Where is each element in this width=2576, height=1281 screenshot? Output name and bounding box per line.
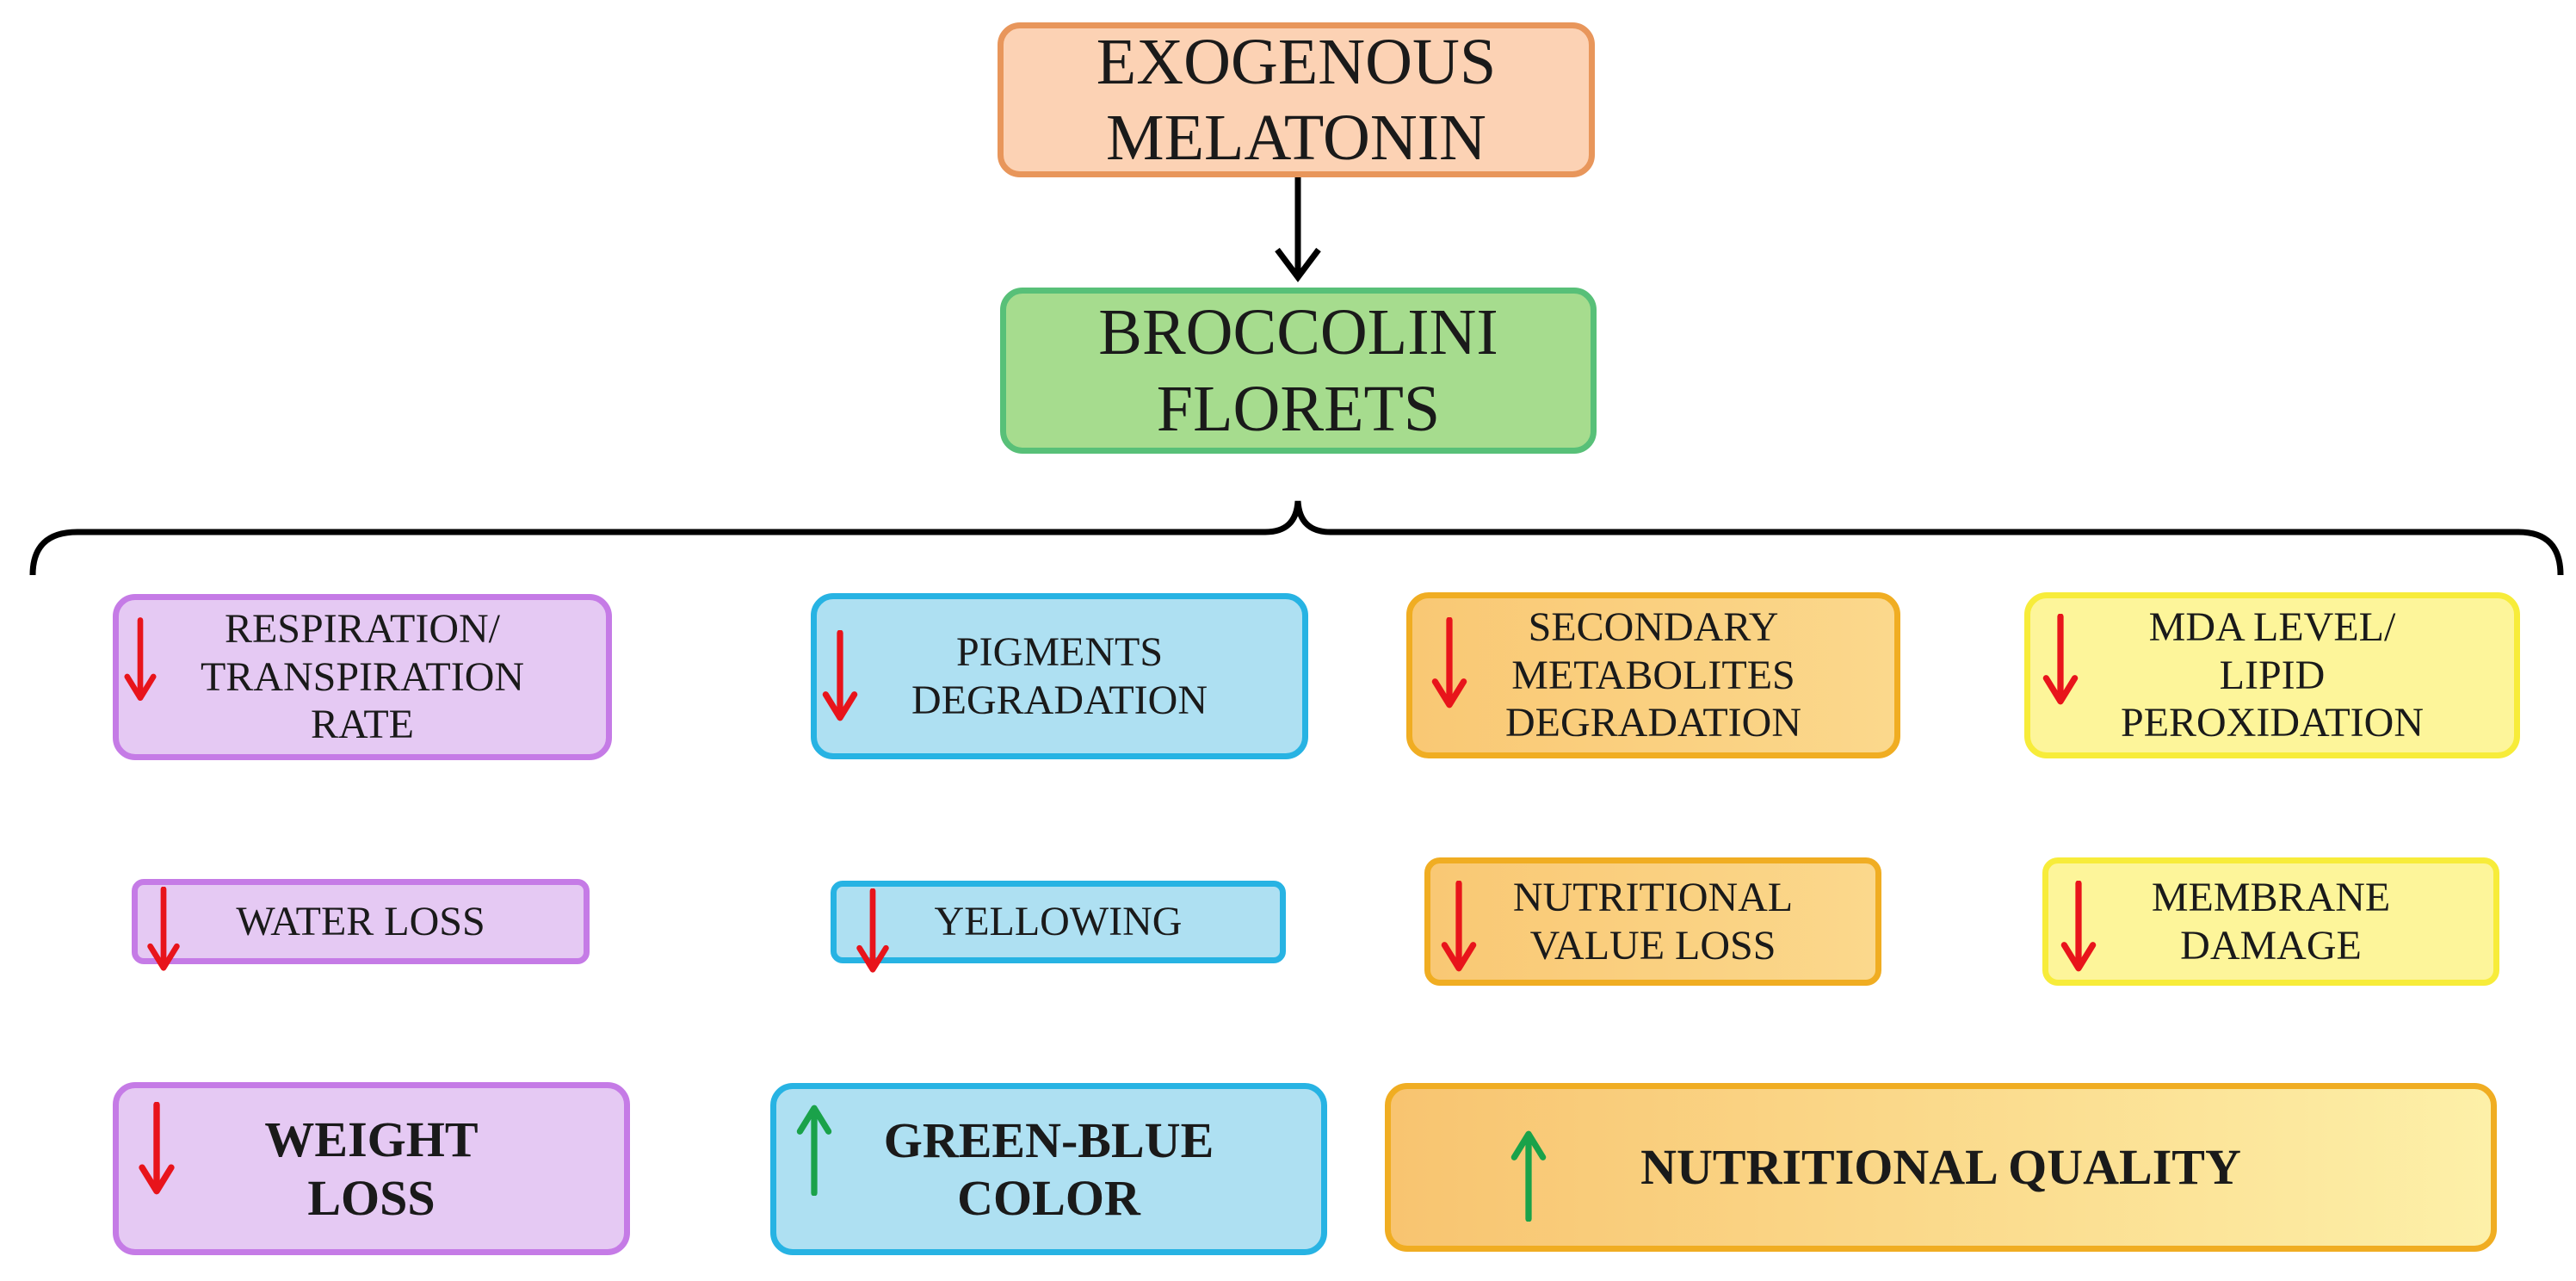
exogenous-melatonin-label: EXOGENOUS MELATONIN	[1096, 25, 1497, 174]
down-arrow-icon	[822, 630, 858, 721]
membrane-damage-label: MEMBRANE DAMAGE	[2151, 874, 2391, 968]
weight-loss-label: WEIGHT LOSS	[264, 1111, 479, 1226]
down-arrow-icon	[124, 617, 157, 702]
mda-lipid-peroxidation-label: MDA LEVEL/ LIPID PEROXIDATION	[2121, 603, 2424, 746]
broccolini-florets-label: BROCCOLINI FLORETS	[1098, 296, 1498, 445]
down-arrow-icon	[856, 888, 889, 973]
melatonin-to-broccolini-arrow	[1275, 176, 1321, 282]
down-arrow-icon	[1441, 881, 1477, 972]
nutritional-value-loss-box: NUTRITIONAL VALUE LOSS	[1424, 857, 1881, 986]
broccolini-florets-box: BROCCOLINI FLORETS	[1000, 288, 1597, 454]
pigments-degradation-label: PIGMENTS DEGRADATION	[911, 628, 1208, 723]
up-arrow-icon	[1510, 1130, 1547, 1222]
nutritional-quality-box: NUTRITIONAL QUALITY	[1385, 1083, 2497, 1252]
water-loss-label: WATER LOSS	[236, 898, 485, 944]
down-arrow-icon	[139, 1102, 175, 1195]
up-arrow-icon	[796, 1105, 832, 1196]
yellowing-label: YELLOWING	[934, 899, 1183, 945]
respiration-transpiration-label: RESPIRATION/ TRANSPIRATION RATE	[200, 605, 525, 748]
curly-brace	[29, 500, 2564, 576]
membrane-damage-box: MEMBRANE DAMAGE	[2042, 857, 2499, 986]
respiration-transpiration-box: RESPIRATION/ TRANSPIRATION RATE	[113, 594, 612, 760]
down-arrow-icon	[2042, 614, 2079, 705]
green-blue-color-box: GREEN-BLUE COLOR	[770, 1083, 1327, 1255]
down-arrow-icon	[147, 887, 180, 971]
green-blue-color-label: GREEN-BLUE COLOR	[883, 1111, 1214, 1226]
nutritional-quality-label: NUTRITIONAL QUALITY	[1640, 1139, 2241, 1196]
secondary-metabolites-degradation-label: SECONDARY METABOLITES DEGRADATION	[1505, 603, 1801, 746]
weight-loss-box: WEIGHT LOSS	[113, 1082, 630, 1255]
mda-lipid-peroxidation-box: MDA LEVEL/ LIPID PEROXIDATION	[2024, 592, 2520, 758]
nutritional-value-loss-label: NUTRITIONAL VALUE LOSS	[1512, 874, 1794, 968]
secondary-metabolites-degradation-box: SECONDARY METABOLITES DEGRADATION	[1406, 592, 1900, 758]
pigments-degradation-box: PIGMENTS DEGRADATION	[811, 593, 1308, 759]
water-loss-box: WATER LOSS	[132, 879, 590, 971]
exogenous-melatonin-box: EXOGENOUS MELATONIN	[998, 22, 1595, 177]
down-arrow-icon	[1431, 617, 1467, 709]
yellowing-box: YELLOWING	[831, 881, 1286, 973]
down-arrow-icon	[2060, 881, 2097, 972]
